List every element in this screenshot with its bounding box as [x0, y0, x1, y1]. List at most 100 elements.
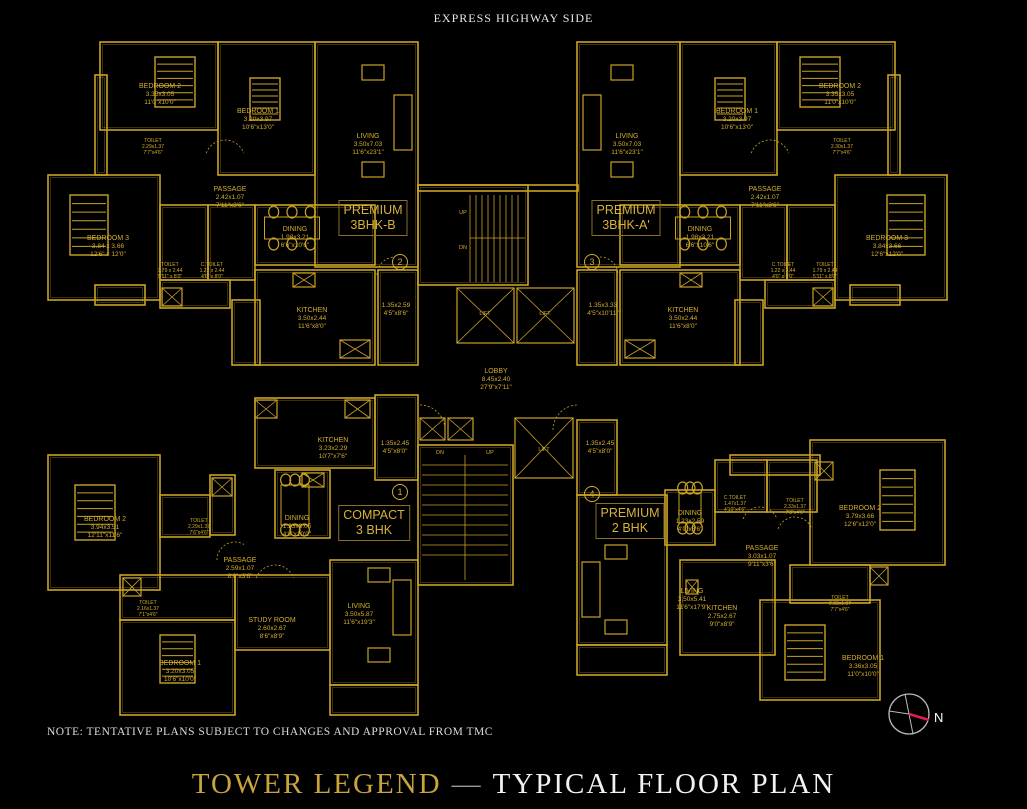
- room-name: LIVING: [615, 133, 639, 140]
- core-wall: [417, 184, 579, 192]
- wall-inner: [332, 687, 416, 713]
- wall-inner: [682, 44, 775, 173]
- lift-label: LIFT: [539, 311, 551, 317]
- lift-left-cross: [456, 287, 515, 344]
- wall-inner: [257, 400, 373, 466]
- room-size-metric: 1.79 x 2.44: [157, 268, 183, 274]
- room-name: TOILET: [161, 262, 179, 268]
- room-size-metric: 2.30x1.37: [831, 144, 853, 150]
- chair-icon: [715, 205, 727, 219]
- unit-2-wall: [94, 284, 146, 306]
- shaft: [254, 399, 278, 419]
- chair-icon: [691, 521, 703, 535]
- room-size-metric: 1.35x2.59: [381, 302, 411, 309]
- shaft-cross: [344, 399, 371, 419]
- room-size-metric: 3.84x3.66: [872, 243, 902, 250]
- unit-3-wall: [734, 299, 764, 366]
- room-name: BEDROOM 2: [138, 83, 182, 90]
- unit-type-line1: COMPACT: [343, 508, 405, 522]
- room-size-metric: 1.98x3.21: [280, 234, 310, 241]
- room-size-imperial: 11'6"x19'3": [343, 619, 375, 626]
- room-size-imperial: 12'6"x12'0": [843, 521, 877, 528]
- room-size-imperial: 4'5"x10'11": [587, 310, 619, 317]
- room-name: STUDY ROOM: [248, 617, 296, 624]
- chair-icon: [304, 205, 316, 219]
- lift-right: [516, 287, 575, 344]
- chair-icon: [289, 473, 301, 487]
- room-size-imperial: 4'0"x8'6": [677, 526, 703, 533]
- room-name: C.TOILET: [723, 495, 747, 501]
- sofa-icon: [610, 64, 634, 81]
- sofa-icon: [604, 544, 628, 560]
- unit-2-wall: [254, 269, 376, 366]
- room-size-metric: 1.98x3.21: [685, 234, 715, 241]
- wall-inner: [102, 44, 216, 128]
- room-size-metric: 3.23x2.29: [318, 445, 348, 452]
- room-size-imperial: 11'0"x10'0": [847, 671, 879, 678]
- room-size-imperial: 4'5"x8'6": [383, 310, 409, 317]
- chair-icon: [268, 205, 280, 219]
- wall-inner: [162, 497, 208, 535]
- bed-icon: [799, 56, 841, 108]
- room-size-metric: 3.20x3.97: [722, 116, 752, 123]
- title-dash: —: [451, 768, 483, 800]
- bed-icon: [879, 469, 916, 531]
- unit-type-line2: 3 BHK: [355, 523, 393, 537]
- stair-top: [417, 184, 529, 286]
- hob-icon: [301, 472, 325, 488]
- room-size-imperial: 11'6"x8'0": [298, 323, 326, 330]
- wall-inner: [852, 287, 898, 303]
- room-size-metric: 1.23x2.59: [675, 518, 705, 525]
- unit-4-wall: [576, 419, 618, 496]
- shaft: [812, 287, 834, 307]
- room-size-metric: 1.35x3.33: [588, 302, 618, 309]
- room-name: PASSAGE: [223, 557, 257, 564]
- room-name: LIVING: [347, 603, 371, 610]
- lift-label: LIFT: [479, 311, 491, 317]
- room-size-metric: 3.50x5.41: [677, 596, 707, 603]
- room-size-metric: 3.35x3.05: [825, 91, 855, 98]
- wall-inner: [682, 562, 773, 653]
- unit-1-wall: [119, 574, 236, 621]
- foyer-2: [377, 269, 419, 366]
- room-size-imperial: 11'6"x8'0": [669, 323, 697, 330]
- sofa-icon: [361, 161, 385, 178]
- room-size-imperial: 7'11"x3'6": [216, 202, 244, 209]
- stair-bottom: [417, 444, 514, 586]
- chair-icon: [679, 237, 691, 251]
- chair-icon: [280, 523, 292, 537]
- chair-icon: [289, 523, 301, 537]
- unit-2-wall: [159, 279, 231, 309]
- chair-icon: [286, 237, 298, 251]
- room-size-metric: 2.42x1.07: [750, 194, 780, 201]
- room-size-imperial: 12'11"x11'6": [87, 532, 123, 539]
- hob-icon-cross: [292, 272, 316, 288]
- wall-inner: [420, 187, 526, 283]
- wall-inner: [792, 567, 868, 601]
- wall-inner: [789, 207, 833, 278]
- chair-icon: [304, 237, 316, 251]
- road-side-label: EXPRESS HIGHWAY SIDE: [433, 11, 594, 25]
- door-swing: [216, 541, 245, 561]
- bed-icon: [784, 624, 826, 681]
- small-lift: [447, 417, 474, 441]
- unit-4-wall: [664, 489, 716, 546]
- chair-icon: [280, 473, 292, 487]
- room-size-metric: 2.75x2.67: [707, 613, 737, 620]
- wall-inner: [779, 44, 893, 128]
- shaft-cross: [624, 339, 656, 359]
